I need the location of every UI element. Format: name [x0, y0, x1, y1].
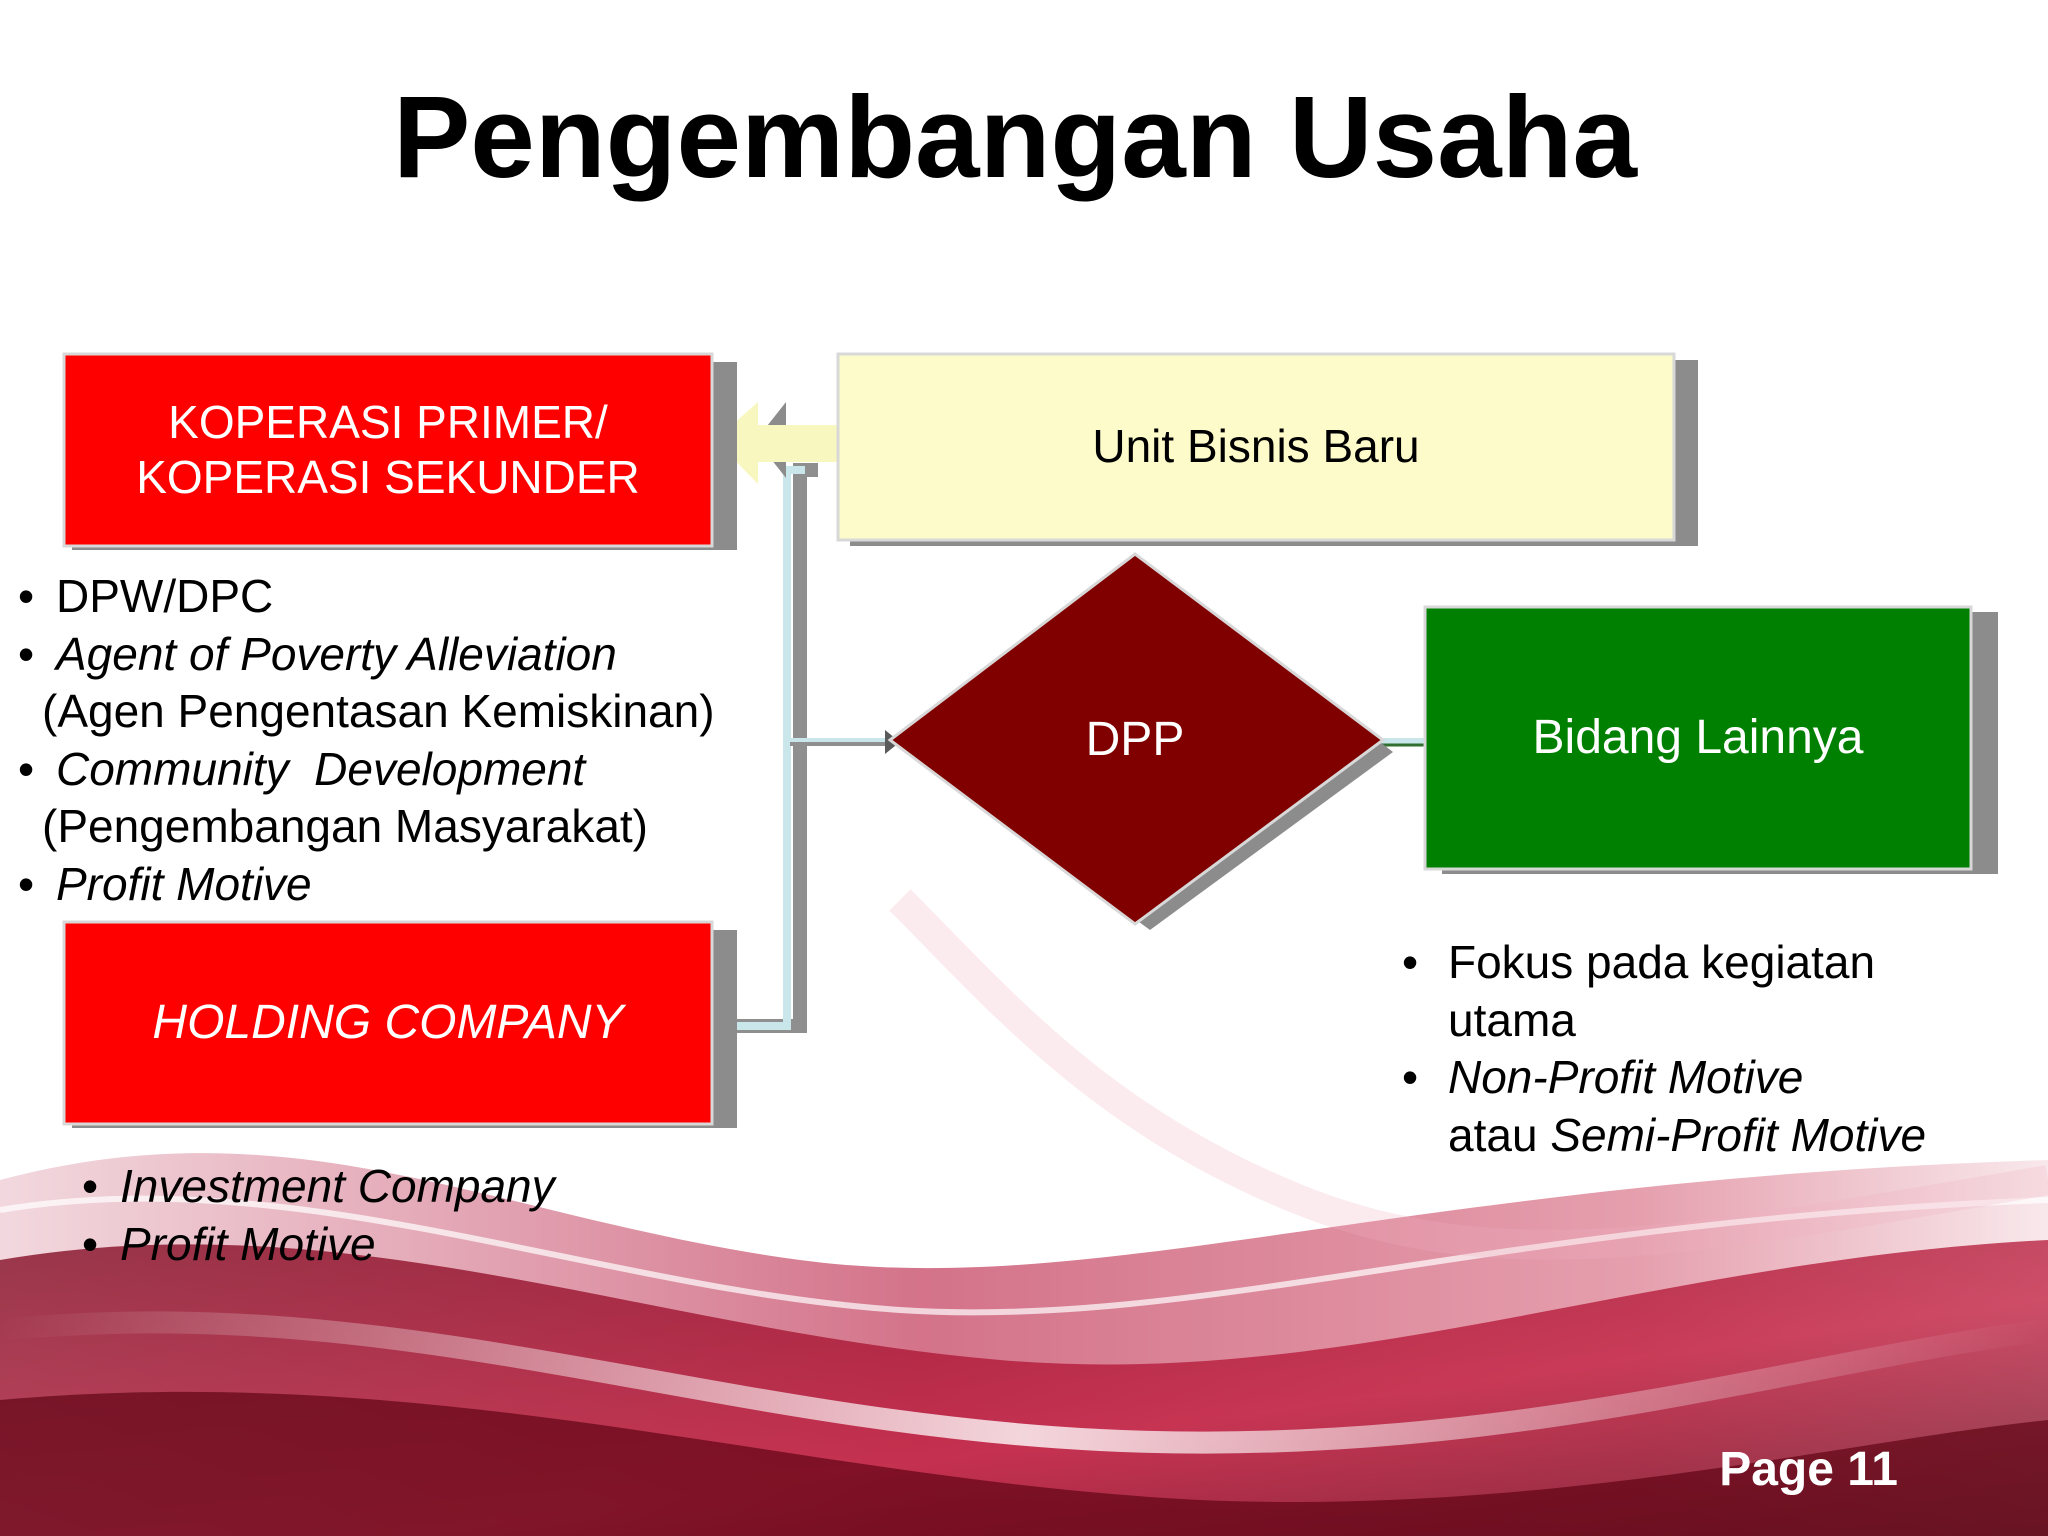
unit-bisnis-box [836, 352, 1698, 546]
holding-points: • Investment Company • Profit Motive [82, 1158, 782, 1273]
dpp-diamond [887, 552, 1393, 930]
bidang-box [1423, 605, 1998, 874]
list-item: • Agent of Poverty Alleviation (Agen Pen… [18, 626, 818, 741]
bullet: • [1402, 1051, 1419, 1103]
page-number: Page 11 [1719, 1443, 1898, 1496]
point-text: DPW/DPC [56, 570, 274, 622]
koperasi-label-line1: KOPERASI PRIMER/ [168, 395, 608, 448]
bullet: • [82, 1160, 99, 1212]
koperasi-points: • DPW/DPC • Agent of Poverty Alleviation… [18, 568, 818, 913]
list-item: • Investment Company [82, 1158, 782, 1216]
bullet: • [18, 742, 35, 795]
koperasi-label: KOPERASI PRIMER/ KOPERASI SEKUNDER [64, 354, 712, 546]
list-item: • Profit Motive [18, 856, 818, 914]
bullet: • [82, 1217, 99, 1270]
bullet: • [1402, 936, 1419, 988]
list-item: • Fokus pada kegiatan utama [1402, 934, 1942, 1049]
point-text: Agent of Poverty Alleviation [56, 627, 617, 680]
connector-lines [712, 463, 900, 1033]
unit-bisnis-label: Unit Bisnis Baru [1092, 420, 1420, 473]
unit-to-koperasi-arrow [715, 402, 840, 484]
slide-title: Pengembangan Usaha [392, 72, 1638, 202]
point-text: Community Development [56, 742, 586, 795]
list-item: • Profit Motive [82, 1216, 782, 1274]
point-text-c: Semi-Profit Motive [1550, 1108, 1927, 1161]
holding-label: HOLDING COMPANY [152, 996, 624, 1050]
bullet: • [18, 570, 35, 622]
koperasi-label-line2: KOPERASI SEKUNDER [136, 451, 640, 503]
list-item: • Community Development (Pengembangan Ma… [18, 741, 818, 856]
point-text: Profit Motive [56, 857, 312, 910]
point-text: Investment Company [120, 1160, 555, 1212]
bidang-points: • Fokus pada kegiatan utama • Non-Profit… [1402, 934, 1942, 1164]
bullet: • [18, 627, 35, 680]
bidang-label: Bidang Lainnya [1532, 711, 1864, 765]
dpp-label: DPP [1085, 713, 1185, 767]
point-text: Fokus pada kegiatan utama [1448, 936, 1876, 1046]
koperasi-box [62, 352, 737, 550]
holding-box [62, 920, 737, 1128]
point-text-b: atau [1448, 1108, 1538, 1161]
list-item: • Non-Profit Motive atau Semi-Profit Mot… [1402, 1049, 1942, 1164]
point-text: Profit Motive [120, 1217, 376, 1270]
point-text-a: Non-Profit Motive [1448, 1051, 1804, 1103]
point-subtext: (Agen Pengentasan Kemiskinan) [42, 685, 715, 737]
list-item: • DPW/DPC [18, 568, 818, 626]
point-subtext: (Pengembangan Masyarakat) [42, 800, 648, 852]
bullet: • [18, 857, 35, 910]
